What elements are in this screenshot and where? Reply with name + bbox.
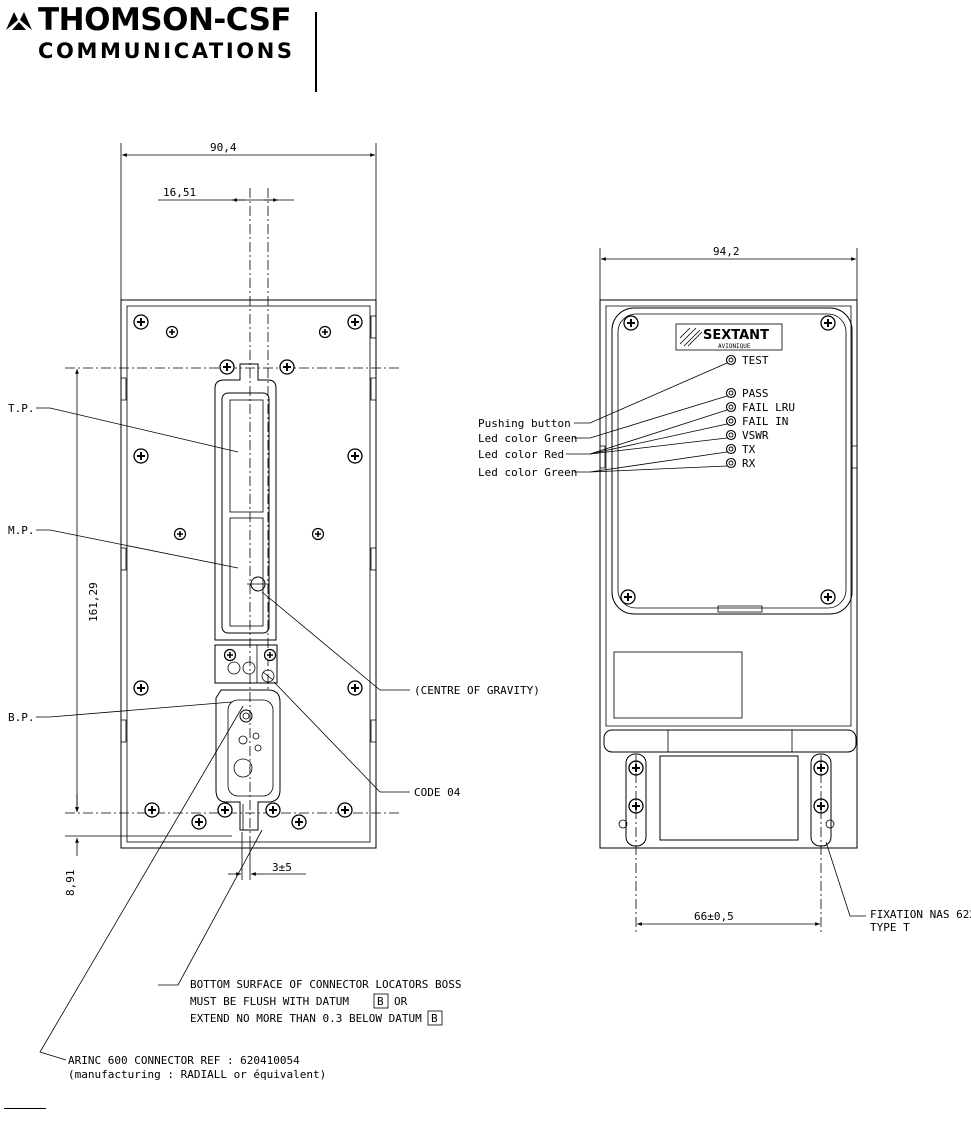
fixation-note-line2: TYPE T (870, 921, 910, 934)
connector-shell (214, 363, 277, 641)
right-view: 94,2 SEXTANT AVIONIQUE TEST PASS FAIL LR… (478, 245, 971, 935)
datum-box-b1: B (377, 995, 384, 1008)
datum-box-b2: B (431, 1012, 438, 1025)
dim-bottom-891: 8,91 (64, 870, 77, 897)
thomson-logo-icon (6, 12, 32, 30)
footer-rule (4, 1108, 46, 1109)
connector-middle-plug (229, 517, 264, 627)
label-tp: T.P. (8, 402, 35, 415)
label-mp: M.P. (8, 524, 35, 537)
led-rx: RX (742, 457, 756, 470)
note-boss-line1: BOTTOM SURFACE OF CONNECTOR LOCATORS BOS… (190, 978, 462, 991)
dim-width-90: 90,4 (210, 141, 237, 154)
dim-fixation-66: 66±0,5 (694, 910, 734, 923)
note-boss-line2b: OR (394, 995, 408, 1008)
note-arinc-line2: (manufacturing : RADIALL or équivalent) (68, 1068, 326, 1081)
dim-offset-1651: 16,51 (163, 186, 196, 199)
note-boss-line3: EXTEND NO MORE THAN 0.3 BELOW DATUM (190, 1012, 422, 1025)
lower-label-area (659, 755, 799, 841)
sextant-plate (675, 323, 783, 351)
label-bp: B.P. (8, 711, 35, 724)
label-code-04: CODE 04 (414, 786, 461, 799)
header-divider (315, 12, 317, 92)
dim-width-942: 94,2 (713, 245, 740, 258)
right-body-outline (599, 299, 858, 849)
led-fail-lru: FAIL LRU (742, 401, 795, 414)
connector-top-plug (229, 399, 264, 513)
code-key-block (214, 644, 278, 684)
callout-led-red: Led color Red (478, 448, 564, 461)
brand-name: THOMSON-CSF (38, 2, 292, 38)
dim-height-16129: 161,29 (87, 582, 100, 622)
identification-label-area (613, 651, 743, 719)
note-boss-line2a: MUST BE FLUSH WITH DATUM (190, 995, 349, 1008)
connector-bottom-plug (215, 689, 281, 831)
division-name: COMMUNICATIONS (38, 39, 295, 63)
label-centre-of-gravity: (CENTRE OF GRAVITY) (414, 684, 540, 697)
callout-led-green-2: Led color Green (478, 466, 577, 479)
fixation-note-line1: FIXATION NAS 622 (870, 908, 971, 921)
note-arinc-line1: ARINC 600 CONNECTOR REF : 620410054 (68, 1054, 300, 1067)
callout-led-green-1: Led color Green (478, 432, 577, 445)
left-body-outline (120, 299, 377, 849)
led-vswr: VSWR (742, 429, 769, 442)
dim-locator: 3±5 (272, 861, 292, 874)
sextant-brand: SEXTANT (703, 328, 769, 343)
left-view: 90,4 16,51 161,29 8,91 (8, 141, 540, 1081)
led-pass: PASS (742, 387, 769, 400)
sextant-sub: AVIONIQUE (718, 343, 751, 350)
led-fail-in: FAIL IN (742, 415, 788, 428)
led-tx: TX (742, 443, 756, 456)
company-logo: THOMSON-CSF (4, 2, 292, 38)
callout-pushing-button: Pushing button (478, 417, 571, 430)
led-test: TEST (742, 354, 769, 367)
